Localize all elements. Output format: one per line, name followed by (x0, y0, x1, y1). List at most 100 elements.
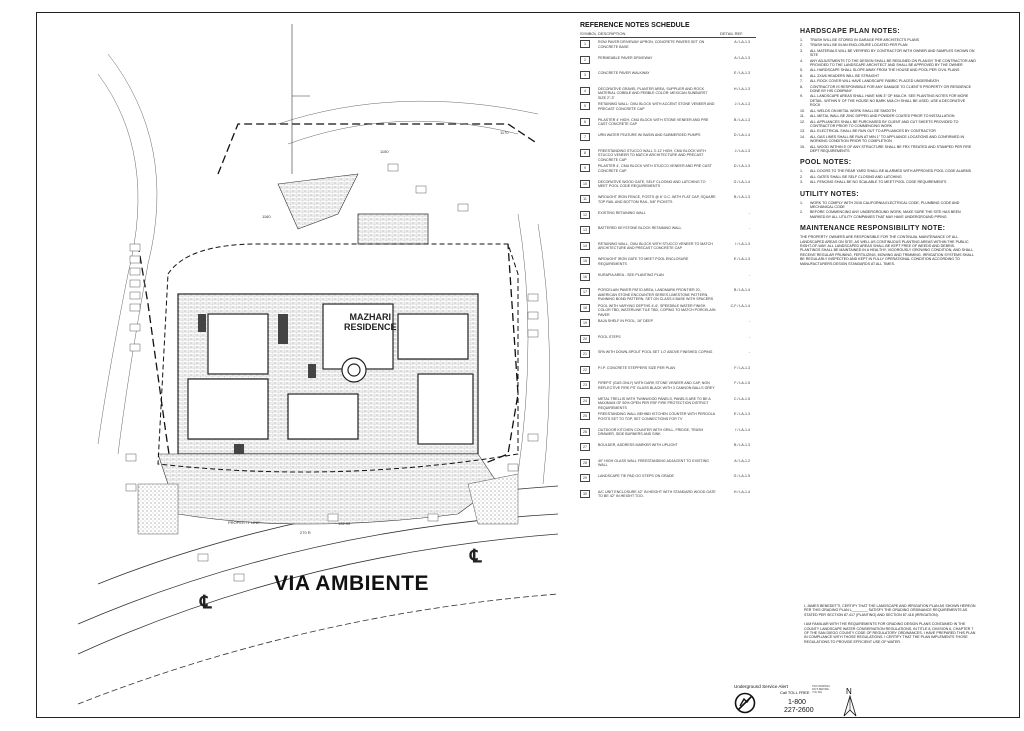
maintenance-note-text: THE PROPERTY OWNERS ARE RESPONSIBLE FOR … (800, 235, 974, 266)
utility-note-item: 2. BEFORE COMMENCING ANY UNDERGROUND WORK… (800, 210, 976, 219)
contour-label: 1170 (500, 130, 509, 135)
pool-notes-list: 1.ALL DOORS TO THE REAR YARD SHALL BE AL… (800, 169, 976, 184)
hardscape-note-item: 6.ALL 2X4/6 HEADERS WILL BE STRAIGHT (800, 74, 976, 78)
grading-limit (157, 243, 519, 473)
hardscape-notes-list: 1.TRASH WILL BE STORED IN GARAGE PER ARC… (800, 38, 976, 153)
schedule-symbol: 22 (580, 365, 590, 374)
note-number: 6. (800, 73, 803, 78)
reference-notes-schedule: REFERENCE NOTES SCHEDULE SYMBOL DESCRIPT… (580, 22, 756, 505)
hardscape-note-item: 3.ALL MATERIALS WILL BE VERIFIED BY CONT… (800, 49, 976, 58)
usa-fine-print: TWO WORKING DAYS BEFORE YOU DIG (812, 685, 830, 694)
schedule-detail-ref: F / LA-1.5 (734, 381, 750, 385)
note-text: CONTRACTOR IS RESPONSIBLE FOR ANY DAMAGE… (810, 84, 972, 94)
schedule-symbol: 29 (580, 474, 590, 482)
schedule-symbol: 4 (580, 86, 590, 95)
centerline-symbol: ℄ (200, 592, 212, 612)
schedule-detail-ref: E / LA-1.3 (734, 412, 750, 416)
hardscape-note-item: 11.ALL METAL WALL BE ZINC DIPPED AND POW… (800, 114, 976, 118)
schedule-detail-ref: J / LA-1.3 (734, 148, 750, 153)
schedule-description: EXISTING RETAINING WALL (598, 210, 646, 215)
certification-block: I, JAMES BENEDETTI, CERTIFY THAT THE LAN… (804, 604, 976, 649)
schedule-description: FREESTANDING STUCCO WALL 3'-12' HIGH, CM… (598, 148, 706, 162)
note-number: 12. (800, 119, 805, 124)
schedule-detail-ref: G / LA-1.4 (733, 179, 750, 184)
schedule-row: 7 URN WATER FEATURE W/ BASIN AND SUBMERGE… (580, 133, 756, 149)
schedule-row: 8 FREESTANDING STUCCO WALL 3'-12' HIGH, C… (580, 148, 756, 165)
schedule-detail-ref: E / LA-1.3 (734, 257, 750, 261)
dimension-label: 132.99 (338, 521, 351, 526)
note-number: 7. (800, 79, 803, 84)
schedule-description: BOULDER, ADDRESS MARKER WITH UPLIGHT (598, 443, 678, 447)
schedule-detail-ref: D / LA-1.4 (733, 133, 750, 137)
schedule-detail-ref: H / LA-1.3 (733, 86, 750, 91)
hardscape-note-item: 2.TRASH WILL BE IN AN ENCLOSURE LOCATED … (800, 43, 976, 47)
schedule-symbol: 15 (580, 257, 590, 265)
project-name-line2: RESIDENCE (344, 322, 397, 332)
north-label: N (846, 687, 852, 696)
schedule-symbol: 8 (580, 148, 590, 157)
project-name-line1: MAZHARI (349, 312, 392, 322)
note-text: ALL WELDS ON METAL WORK SHALL BE SMOOTH (810, 108, 896, 113)
schedule-symbol: 7 (580, 133, 590, 141)
schedule-description: FREESTANDING WALL BEHIND KITCHEN COUNTER… (598, 412, 715, 421)
schedule-description: METAL TRELLIS WITH TWINWOOD PANELS, PANE… (598, 396, 711, 410)
schedule-symbol: 2 (580, 55, 590, 64)
schedule-description: PILASTER 4', CMU BLOCK WITH STUCCO VENEE… (598, 164, 712, 173)
note-number: 11. (800, 114, 805, 119)
note-text: ALL WOOD WITHIN 5' OF ANY STRUCTURE SHAL… (810, 144, 972, 153)
schedule-detail-ref: B / LA-1.3 (734, 443, 750, 447)
gravel-planter (137, 483, 179, 535)
property-line-label: PROPERTY LINE (228, 520, 260, 525)
note-number: 4. (800, 58, 803, 63)
note-text: BEFORE COMMENCING ANY UNDERGROUND WORK, … (810, 210, 961, 219)
schedule-detail-ref: D / LA-1.3 (733, 164, 750, 168)
schedule-detail-ref: - (748, 210, 750, 215)
pool-note-item: 2.ALL GATES SHALL BE SELF CLOSING AND LA… (800, 175, 976, 179)
schedule-detail-ref: A / LA-1.3 (734, 55, 750, 60)
schedule-symbol: 30 (580, 489, 590, 498)
schedule-symbol: 12 (580, 210, 590, 219)
schedule-detail-ref: C / LA-1.5 (733, 396, 750, 401)
schedule-symbol: 13 (580, 226, 590, 234)
schedule-description: P.I.P. CONCRETE STEPPERS SIZE PER PLAN (598, 365, 675, 370)
schedule-description: CONCRETE PAVER WALKWAY (598, 71, 650, 75)
schedule-description: OUTDOOR KITCHEN COUNTER WITH GRILL, FRID… (598, 427, 704, 437)
schedule-detail-ref: G / LA-1.5 (733, 474, 750, 478)
schedule-description: FIREPIT (GAS ONLY) WITH DARK STONE VENEE… (598, 381, 715, 390)
schedule-description: BAJA SHELF IN POOL, 18" DEEP (598, 319, 654, 323)
schedule-description: BATTERED KEYSTONE BLOCK RETAINING WALL (598, 226, 682, 230)
note-text: ALL LANDSCAPE AREAS SHALL HAVE MIN 3" OF… (810, 94, 969, 108)
north-arrow-icon: N (843, 687, 857, 717)
schedule-detail-ref: H / LA-1.4 (733, 489, 750, 494)
no-dig-icon (734, 692, 756, 714)
schedule-symbol: 11 (580, 195, 590, 203)
hardscape-note-item: 13.ALL ELECTRICAL SHALL BE RUN OUT TO AP… (800, 129, 976, 133)
schedule-description: URN WATER FEATURE W/ BASIN AND SUBMERGED… (598, 133, 701, 137)
schedule-symbol: 19 (580, 319, 590, 327)
hardscape-note-item: 14.ALL GAS LINES SHALL BE RUN AT MIN 1" … (800, 135, 976, 144)
note-number: 15. (800, 144, 805, 149)
schedule-symbol: 26 (580, 427, 590, 436)
schedule-description: RETAINING WALL, CMU BLOCK WITH STUCCO VE… (598, 241, 713, 251)
underground-service-alert: Underground Service Alert Call TOLL FREE… (730, 684, 830, 718)
callout-tags (125, 163, 539, 582)
schedule-detail-ref: B / LA-1.3 (734, 195, 750, 199)
schedule-description: PORCELAIN PAVER PATIO AREA, LANDMARK FRO… (598, 288, 714, 302)
hardscape-note-item: 10.ALL WELDS ON METAL WORK SHALL BE SMOO… (800, 109, 976, 113)
note-number: 2. (800, 210, 803, 215)
utility-notes-list: 1.WORK TO COMPLY WITH 2016 CALIFORNIA EL… (800, 201, 976, 220)
schedule-detail-ref: - (748, 272, 750, 277)
note-text: ALL MATERIALS WILL BE VERIFIED BY CONTRA… (810, 48, 975, 58)
centerline-symbol: ℄ (470, 546, 482, 566)
contour-lines (97, 53, 550, 485)
